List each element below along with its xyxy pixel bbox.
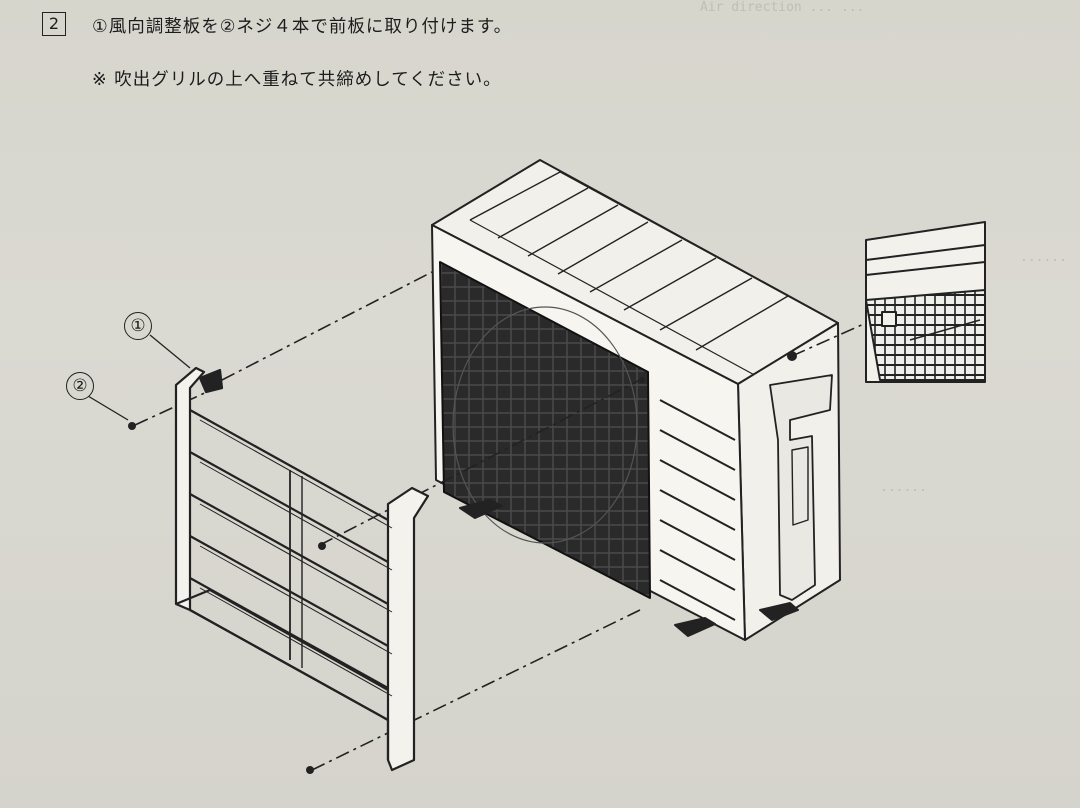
- callout-label-2: ②: [66, 372, 94, 400]
- step-number-box: 2: [42, 12, 66, 36]
- screws: [128, 377, 645, 774]
- detail-inset: [865, 221, 986, 383]
- background-ghost-text: ......: [1020, 250, 1067, 265]
- air-direction-plate: [174, 366, 430, 772]
- instruction-line-2: ※ 吹出グリルの上へ重ねて共締めしてください。: [92, 70, 502, 90]
- callout-1-leader: [149, 334, 191, 369]
- background-ghost-text: Air direction ... ...: [700, 0, 865, 15]
- instruction-line-1: ①風向調整板を②ネジ４本で前板に取り付けます。: [92, 17, 513, 37]
- callout-2-leader: [87, 395, 129, 421]
- callout-label-1: ①: [124, 312, 152, 340]
- outdoor-unit: [431, 159, 841, 641]
- background-ghost-text: ......: [880, 480, 927, 495]
